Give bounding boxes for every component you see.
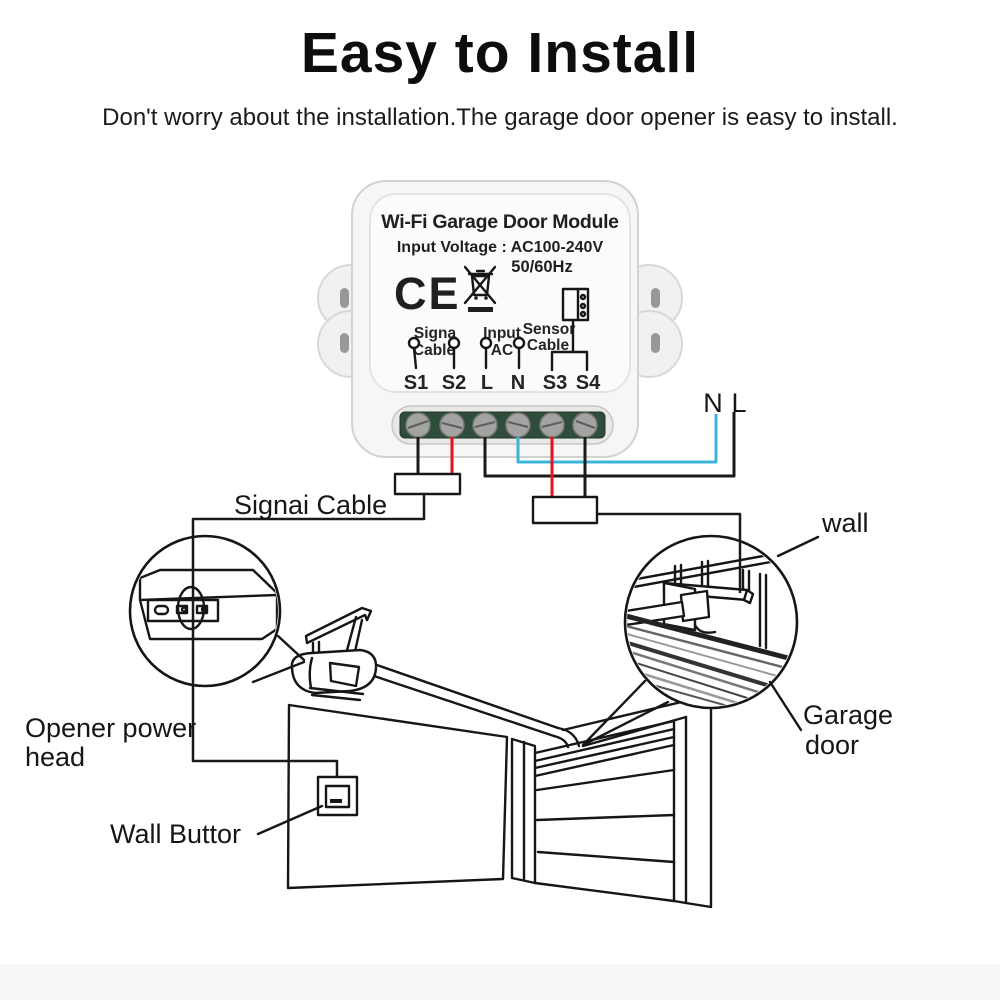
signal-group-line2: Cable xyxy=(413,342,456,359)
bottom-shade xyxy=(0,964,1000,1000)
sensor-cable-connector xyxy=(531,495,599,525)
page-title: Easy to Install xyxy=(300,21,700,85)
terminal-n: N xyxy=(511,372,525,394)
opener-head-unit xyxy=(290,606,378,702)
interior-wall xyxy=(286,703,509,890)
opener-label-line2: head xyxy=(25,742,85,772)
wall-label: wall xyxy=(821,508,869,538)
garage-scene xyxy=(286,606,713,909)
rail-end-hook xyxy=(552,726,581,749)
module-title: Wi-Fi Garage Door Module xyxy=(381,211,619,233)
sensor-icon xyxy=(561,287,590,322)
terminal-s1: S1 xyxy=(404,372,428,394)
live-wire-black xyxy=(483,412,736,478)
page-subtitle: Don't worry about the installation.The g… xyxy=(102,104,898,131)
diagram-labels: N L Signai Cable wall Garage door Opener… xyxy=(25,388,893,849)
ear-slot xyxy=(340,288,349,308)
wifi-garage-door-module: Wi-Fi Garage Door Module Input Voltage :… xyxy=(317,180,683,458)
sensor-group-line2: Cable xyxy=(527,337,570,354)
signal-cable-run xyxy=(191,494,426,777)
terminal-s2: S2 xyxy=(442,372,466,394)
magnifier-wedge-left xyxy=(251,634,306,684)
terminal-l: L xyxy=(481,372,493,394)
opener-label-line1: Opener power xyxy=(25,713,196,743)
sensor-group-line1: Sensor xyxy=(523,321,576,338)
neutral-wire-blue xyxy=(516,414,718,464)
terminal-s4: S4 xyxy=(576,372,601,394)
ce-mark-icon: CE xyxy=(394,268,461,319)
wall-leader-line xyxy=(776,535,820,558)
terminal-group-labels: Signa Cable Input AC Sensor Cable xyxy=(407,318,589,372)
garage-door-label-line2: door xyxy=(805,730,859,760)
wall-detail-circle xyxy=(581,534,820,747)
terminal-s3: S3 xyxy=(543,372,567,394)
magnifier-wedge-right xyxy=(581,679,670,747)
weee-crossed-bin-icon xyxy=(463,265,497,312)
module-frequency: 50/60Hz xyxy=(511,258,572,276)
ear-slot xyxy=(651,288,660,308)
signal-group-line1: Signa xyxy=(414,325,457,342)
ear-slot xyxy=(340,333,349,353)
signal-cable-label: Signai Cable xyxy=(234,490,387,520)
live-label: L xyxy=(731,388,746,418)
garage-door xyxy=(533,693,713,909)
ear-slot xyxy=(651,333,660,353)
opener-rail xyxy=(372,662,560,738)
module-label-panel xyxy=(369,193,631,393)
opener-detail-circle xyxy=(128,534,306,688)
input-group-line1: Input xyxy=(483,325,521,342)
wall-detail-drawing xyxy=(627,548,795,706)
neutral-label: N xyxy=(703,388,723,418)
sensor-cable-run xyxy=(597,512,742,593)
wall-button-label: Wall Buttor xyxy=(110,819,241,849)
terminal-block xyxy=(391,405,614,445)
door-frame-posts xyxy=(510,737,537,885)
garage-door-leader-line xyxy=(768,680,803,732)
module-voltage: Input Voltage : AC100-240V xyxy=(397,239,604,256)
opener-detail-drawing xyxy=(138,568,278,641)
wall-button xyxy=(316,775,359,817)
wall-button-key xyxy=(330,799,342,803)
signal-cable-connector xyxy=(393,472,462,496)
input-group-line2: AC xyxy=(491,342,513,359)
garage-door-label-line1: Garage xyxy=(803,700,893,730)
wiring xyxy=(191,412,742,777)
wall-button-leader-line xyxy=(256,804,324,836)
terminal-labels: S1 S2 L N S3 S4 xyxy=(404,372,601,394)
